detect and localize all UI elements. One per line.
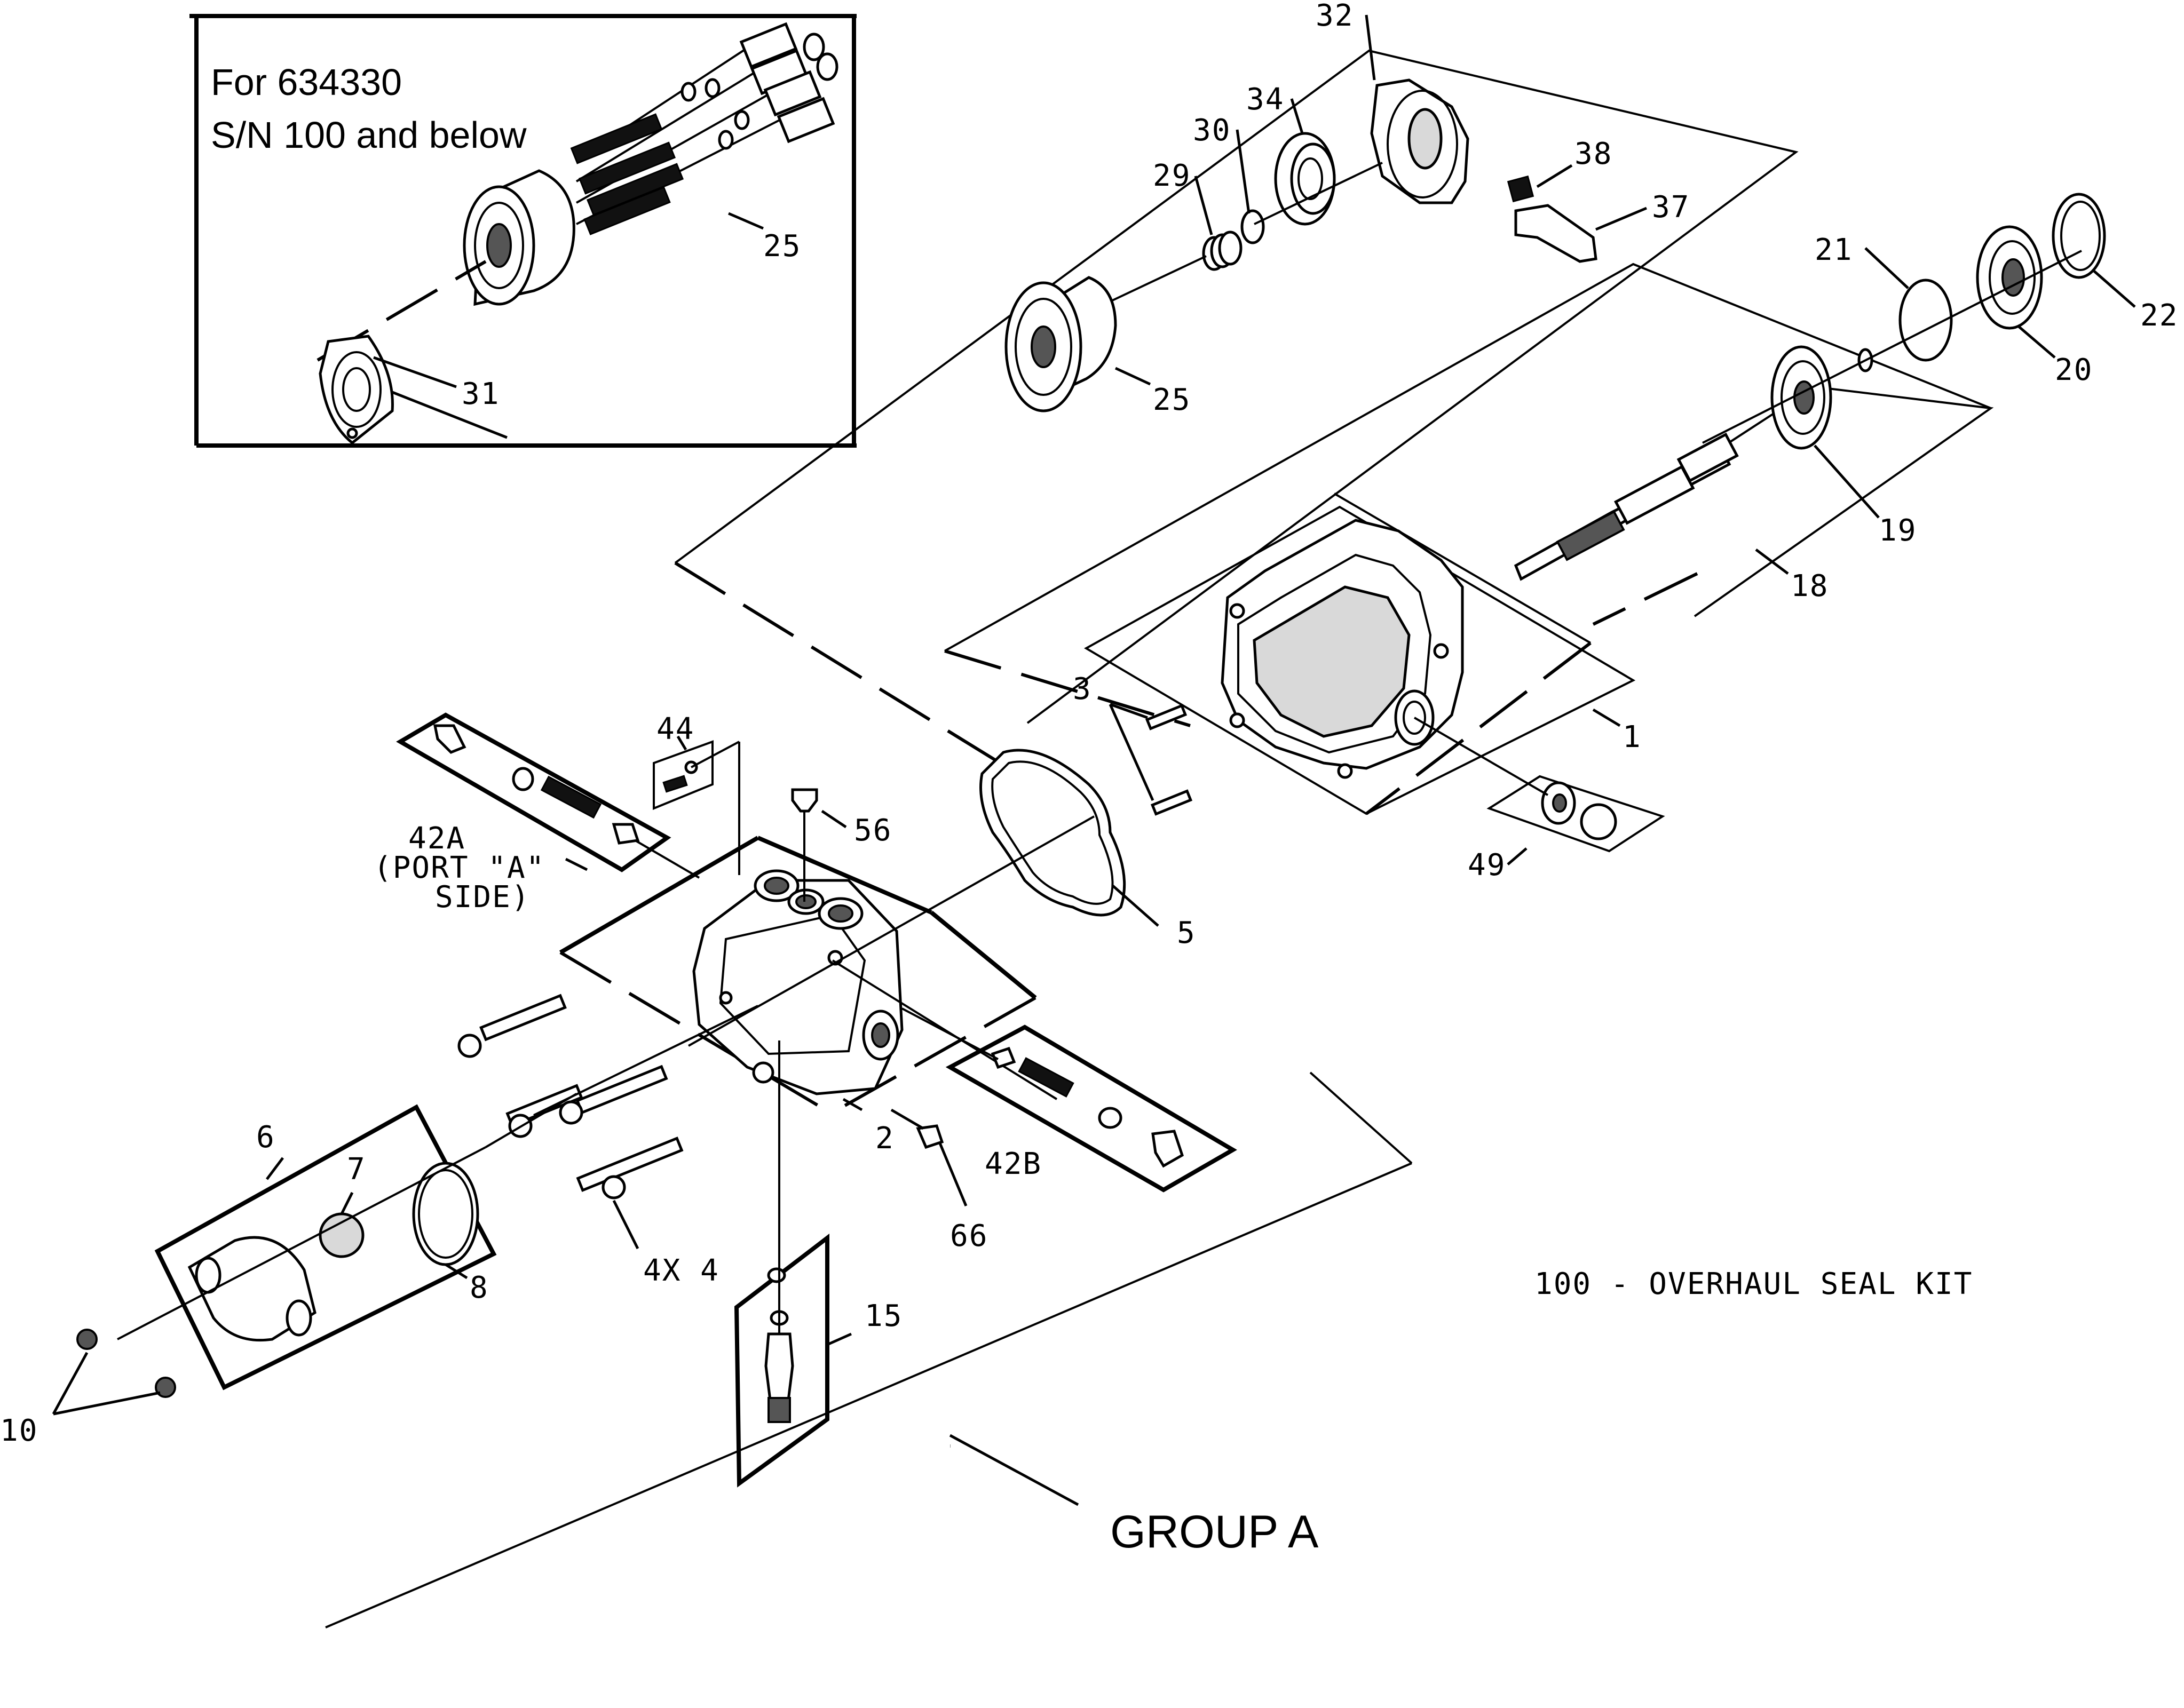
part-6-charge-cover-group bbox=[154, 1104, 497, 1391]
part-37-trunnion-shaft bbox=[1514, 204, 1597, 263]
callout-15: 15 bbox=[865, 1299, 903, 1333]
housing-outline bbox=[944, 263, 1991, 815]
part-15-bypass-valve bbox=[734, 1233, 829, 1488]
part-30-ring bbox=[1240, 209, 1265, 244]
callout-30: 30 bbox=[1193, 113, 1231, 148]
part-38-key bbox=[1507, 175, 1534, 203]
part-1-housing bbox=[1221, 519, 1464, 779]
callout-32: 32 bbox=[1316, 0, 1354, 33]
part-42b-relief-valve bbox=[945, 1024, 1237, 1193]
part-2-end-cap bbox=[692, 869, 904, 1095]
part-66-plug bbox=[916, 1124, 944, 1149]
callout-19: 19 bbox=[1879, 513, 1917, 548]
callout-7: 7 bbox=[347, 1152, 366, 1187]
inset-box: For 634330 S/N 100 and below bbox=[189, 14, 857, 448]
part-3-dowel-pins bbox=[1145, 704, 1193, 816]
callout-1: 1 bbox=[1623, 720, 1642, 754]
group-a-bracket bbox=[325, 1071, 1413, 1628]
callout-66: 66 bbox=[950, 1219, 988, 1253]
inset-title-line1: For 634330 bbox=[211, 61, 402, 103]
part-42a-relief-valve bbox=[396, 712, 671, 872]
inset-cylinder-block bbox=[463, 169, 575, 306]
part-22-retaining-ring bbox=[2052, 193, 2106, 279]
callout-42a-line3: SIDE) bbox=[435, 880, 531, 915]
inset-valve-plate bbox=[319, 335, 394, 445]
callout-34: 34 bbox=[1246, 82, 1284, 117]
part-25-cylinder-block bbox=[1004, 276, 1117, 412]
part-5-gasket bbox=[979, 749, 1126, 917]
callout-31: 31 bbox=[462, 377, 500, 411]
callout-42a-line2: (PORT "A" bbox=[374, 851, 545, 885]
part-20-bearing bbox=[1976, 225, 2043, 330]
part-21-ring bbox=[1898, 279, 1953, 362]
note-overhaul-seal-kit: 100 - OVERHAUL SEAL KIT bbox=[1534, 1267, 1973, 1301]
note-group-a: GROUP A bbox=[1110, 1506, 1319, 1558]
inset-title-line2: S/N 100 and below bbox=[211, 114, 527, 156]
part-18-input-shaft bbox=[1514, 432, 1739, 581]
callout-8: 8 bbox=[470, 1270, 489, 1305]
callout-22: 22 bbox=[2140, 298, 2178, 333]
callout-44: 44 bbox=[656, 712, 694, 746]
callout-3: 3 bbox=[1073, 672, 1092, 706]
part-56-plug bbox=[791, 788, 818, 813]
center-section-box bbox=[559, 836, 1037, 1114]
callout-6: 6 bbox=[256, 1120, 275, 1155]
callout-4: 4X 4 bbox=[643, 1253, 719, 1288]
part-29-spring bbox=[1202, 231, 1243, 271]
part-32-end-cap bbox=[1370, 78, 1469, 204]
callout-2: 2 bbox=[875, 1121, 895, 1156]
callout-37: 37 bbox=[1652, 190, 1690, 225]
callout-5: 5 bbox=[1177, 916, 1196, 950]
part-49-group bbox=[1486, 775, 1665, 853]
callout-38: 38 bbox=[1574, 137, 1612, 171]
callout-25-inset: 25 bbox=[763, 229, 801, 264]
callout-20: 20 bbox=[2055, 353, 2093, 387]
callout-18: 18 bbox=[1791, 569, 1829, 603]
part-34-seal bbox=[1274, 132, 1336, 226]
callout-49: 49 bbox=[1468, 848, 1506, 883]
callout-29: 29 bbox=[1153, 158, 1191, 193]
part-10-screws bbox=[76, 1329, 176, 1398]
callout-42a-line1: 42A bbox=[408, 821, 465, 856]
callout-42b: 42B bbox=[985, 1147, 1042, 1181]
part-44-group bbox=[653, 740, 714, 810]
part-19-bearing bbox=[1770, 345, 1832, 450]
callout-10: 10 bbox=[0, 1413, 38, 1448]
callout-56: 56 bbox=[854, 813, 892, 848]
inset-piston-assembly bbox=[570, 22, 838, 235]
callout-25-main: 25 bbox=[1153, 383, 1191, 417]
callout-21: 21 bbox=[1815, 233, 1853, 267]
